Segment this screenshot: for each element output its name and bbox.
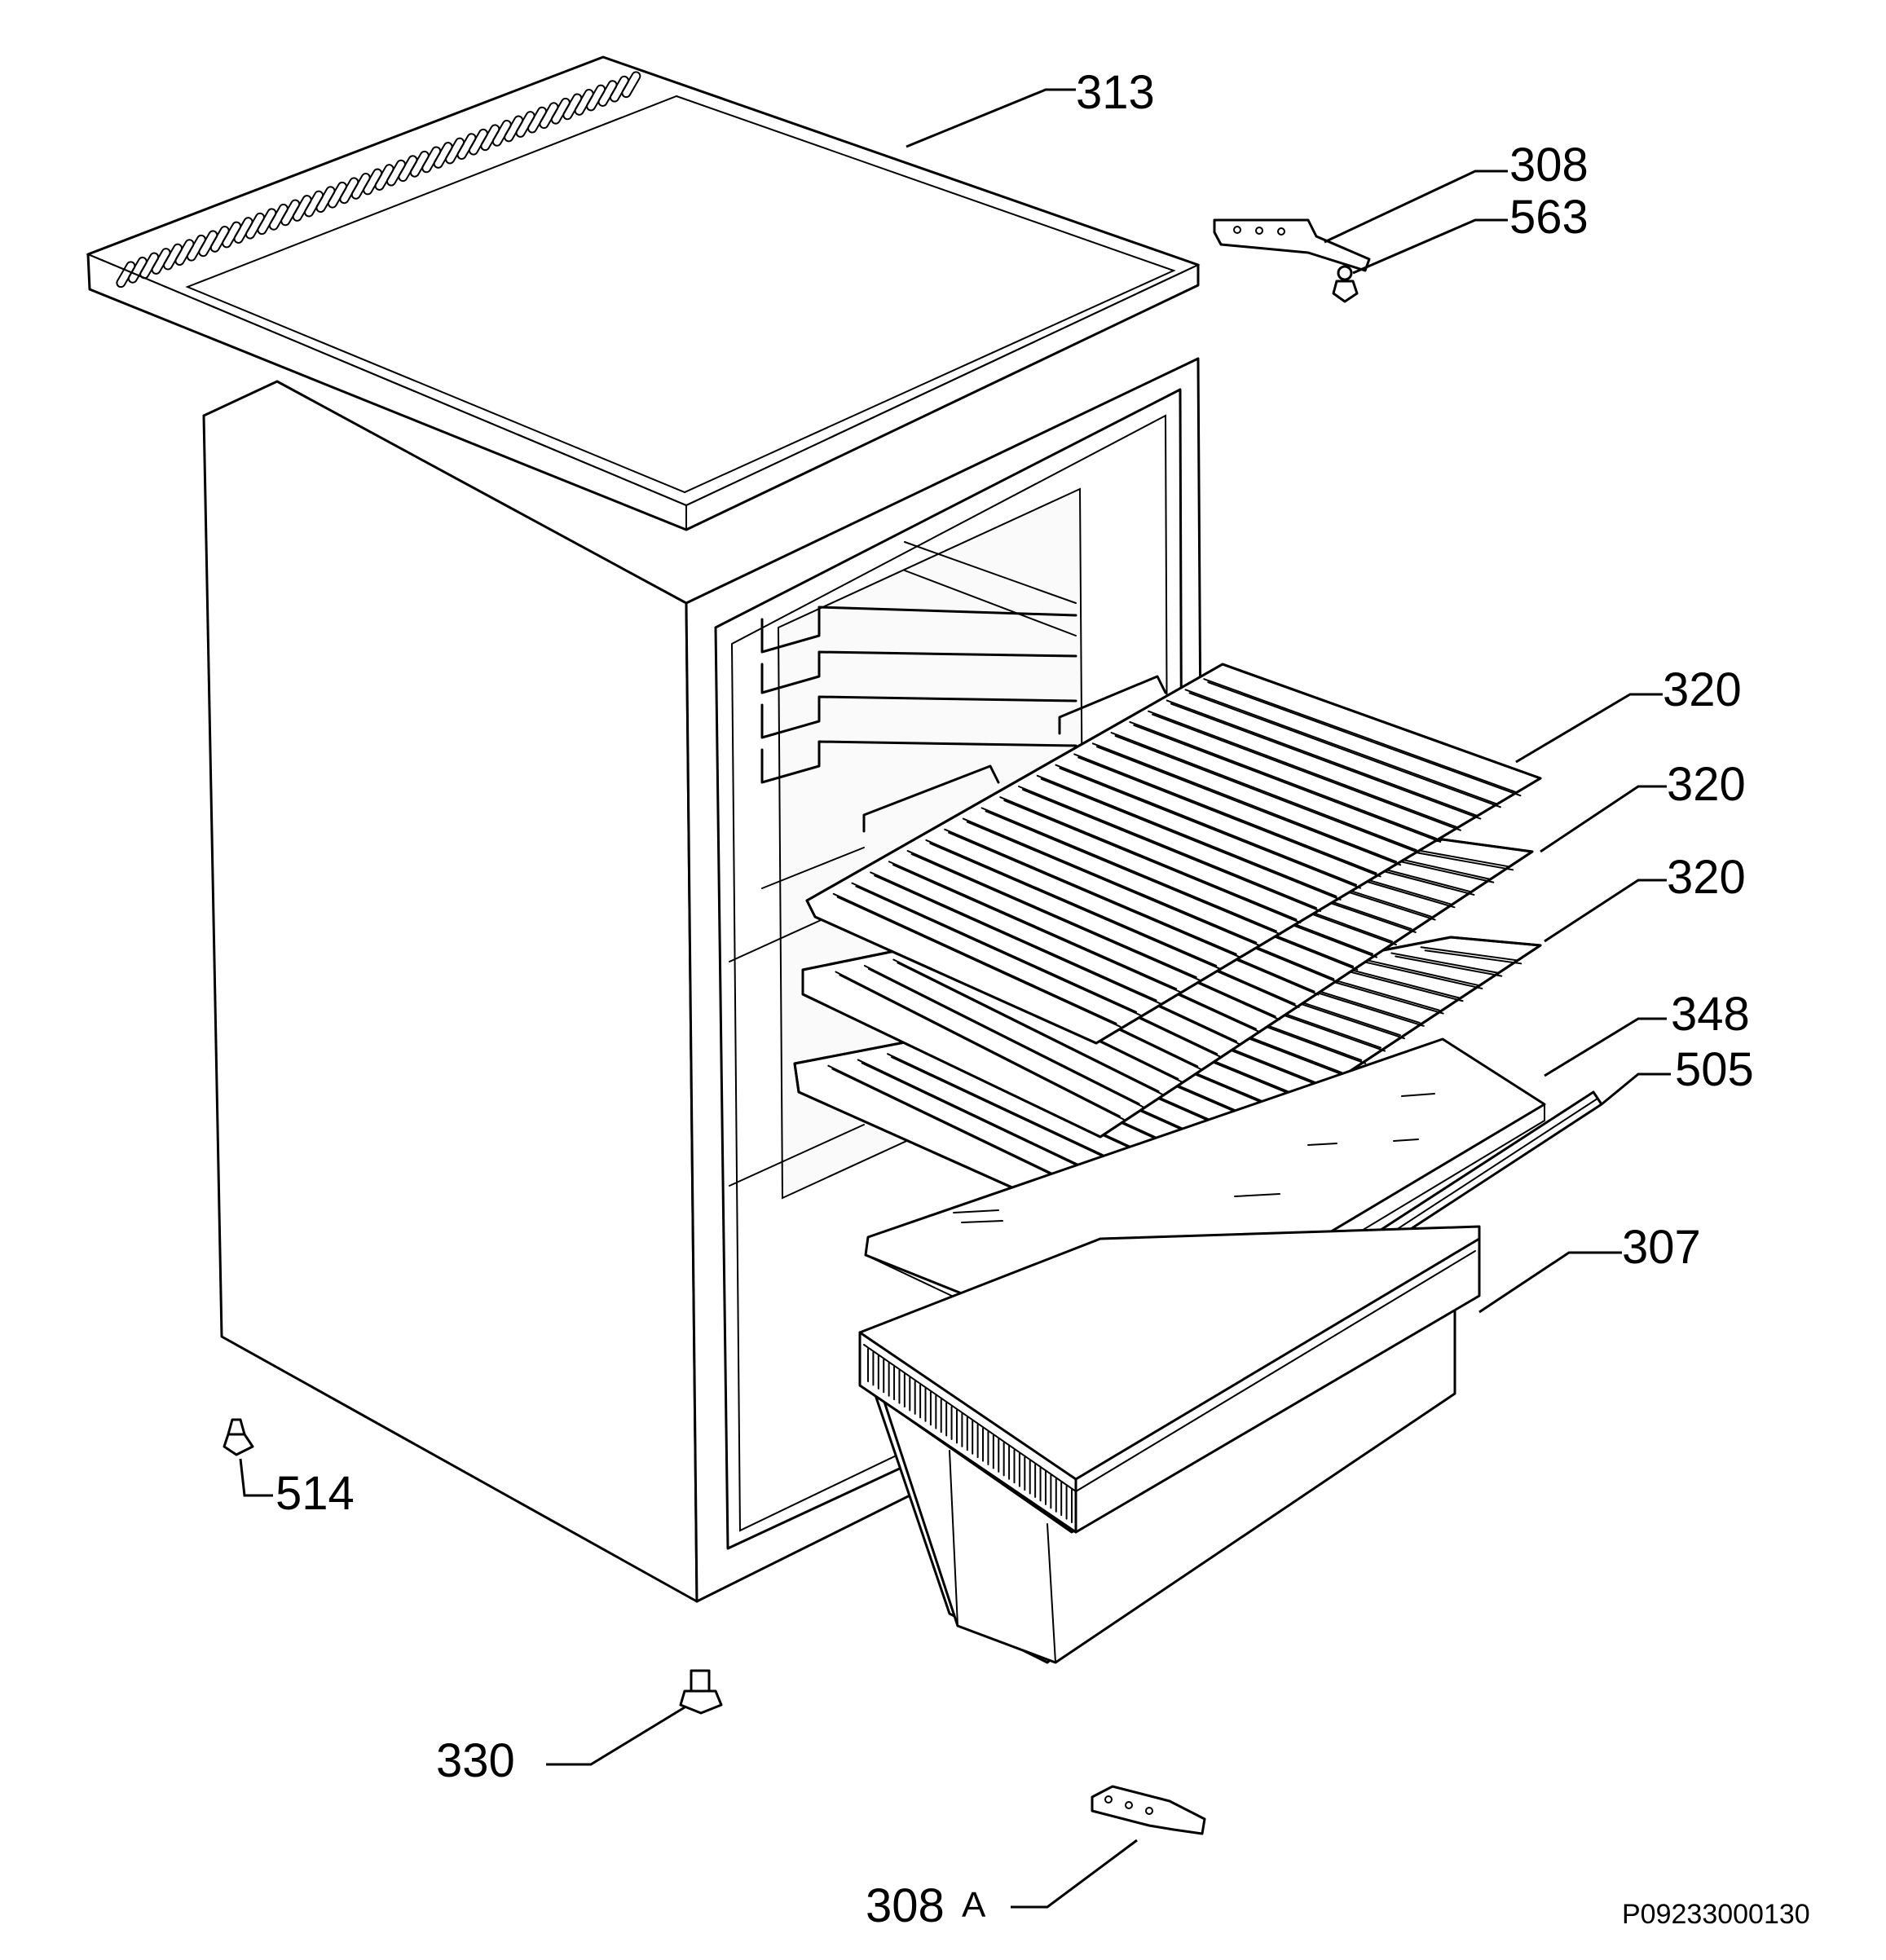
shelf-wire: [1055, 764, 1358, 886]
top-cover-313: [86, 55, 1201, 531]
shelf-wire: [1040, 777, 1342, 901]
glass-shelf-marks: [953, 1093, 1435, 1282]
shelf-wire: [1424, 949, 1522, 965]
callout-label-330: 330: [436, 1734, 515, 1787]
callout-labels: 313 308 563 320 320 320 348 505 307 514 …: [275, 66, 1754, 1932]
shelf-wire: [1059, 767, 1362, 889]
shelf-wire: [1003, 799, 1302, 924]
shelf-wire: [1188, 692, 1501, 808]
shelf-wire: [999, 796, 1298, 921]
shelf-wire: [1388, 858, 1495, 883]
shelf-wire: [855, 885, 1142, 1016]
shelf-wire: [832, 892, 1117, 1024]
shelf-wire: [966, 821, 1262, 947]
callout-label-308a: 308: [866, 1879, 945, 1932]
callout-label-308: 308: [1509, 139, 1589, 192]
adjustable-foot-330: [679, 1669, 723, 1715]
callout-label-320-bottom: 320: [1667, 851, 1746, 904]
shelf-wire: [1110, 732, 1417, 852]
vent-slot: [621, 71, 641, 99]
foot-plug-514: [223, 1418, 254, 1456]
shelf-wire: [1148, 710, 1457, 828]
diagram-reference-code: P09233000130: [1622, 1899, 1810, 1930]
shelf-wire: [948, 831, 1241, 958]
callout-label-320-middle: 320: [1667, 758, 1746, 811]
shelf-wire: [1417, 852, 1514, 871]
shelf-wire: [1129, 720, 1438, 839]
top-cover-inner-panel: [185, 95, 1176, 494]
shelf-wire: [1207, 681, 1522, 797]
shelf-wire: [897, 962, 1164, 1096]
upper-hinge-308: [1213, 218, 1371, 272]
callout-label-563: 563: [1509, 191, 1589, 244]
shelf-wire: [925, 839, 1218, 967]
shelf-wire: [863, 965, 1140, 1105]
shelf-wire: [980, 807, 1277, 932]
wire-shelf-1: [805, 663, 1542, 1045]
callout-label-348: 348: [1671, 988, 1750, 1041]
callout-label-505: 505: [1675, 1043, 1754, 1096]
shelf-wire: [1203, 678, 1518, 794]
shelf-wire: [892, 864, 1182, 993]
shelf-wire: [1073, 753, 1377, 874]
top-cover-vent-slots: [116, 71, 641, 288]
hinge-pin-563: [1332, 265, 1359, 303]
shelf-rail-ridges: [729, 541, 1077, 1187]
callout-label-313: 313: [1076, 66, 1155, 119]
shelf-wire: [874, 874, 1161, 1005]
shelf-1-right-bracket: [1058, 675, 1167, 735]
shelf-wire: [1166, 699, 1478, 817]
shelf-wire: [835, 971, 1121, 1117]
shelf-wire: [1095, 746, 1402, 866]
shelf-wire: [867, 968, 1144, 1108]
shelf-wire: [910, 853, 1201, 982]
callout-label-307: 307: [1622, 1221, 1701, 1274]
shelf-wire: [1170, 703, 1482, 820]
shelf-wire: [1091, 742, 1398, 863]
shelf-wire: [929, 842, 1222, 970]
shelf-wire: [1364, 961, 1483, 989]
shelf-wire: [1390, 952, 1499, 974]
shelf-wire: [962, 817, 1258, 944]
shelf-wire: [1335, 967, 1464, 1002]
callout-label-308a-suffix: A: [962, 1885, 986, 1925]
shelf-wire: [1360, 958, 1479, 986]
shelf-wire: [851, 882, 1138, 1013]
shelf-wire: [985, 810, 1281, 936]
shelf-wire: [836, 896, 1121, 1028]
crisper-drawer-front-texture: [867, 1348, 1073, 1523]
callout-label-320-top: 320: [1663, 663, 1742, 716]
shelf-wire: [1077, 756, 1381, 878]
shelf-wire: [1022, 789, 1321, 912]
shelf-wire: [1412, 848, 1510, 868]
shelf-wire: [839, 974, 1125, 1121]
shelf-wire: [892, 958, 1160, 1093]
shelf-wire: [1420, 946, 1518, 962]
shelf-wire: [1114, 735, 1421, 855]
shelf-wire: [1395, 955, 1503, 977]
shelf-wire: [1036, 774, 1337, 897]
shelf-wire: [1133, 724, 1442, 843]
shelf-1-left-bracket: [862, 764, 1000, 833]
shelf-wire: [1184, 689, 1497, 805]
callout-label-514: 514: [275, 1467, 355, 1520]
shelf-wire: [888, 861, 1178, 990]
shelf-wire: [1018, 786, 1317, 909]
shelf-wire: [906, 850, 1197, 979]
shelf-wire: [944, 828, 1237, 955]
shelf-wire: [1152, 713, 1461, 831]
cabinet-side-panel: [202, 380, 698, 1603]
shelf-wire: [870, 871, 1157, 1002]
crisper-drawer-307: [858, 1225, 1481, 1664]
lower-hinge-308a: [1091, 1785, 1206, 1835]
callout-leader-lines: [239, 88, 1671, 1909]
